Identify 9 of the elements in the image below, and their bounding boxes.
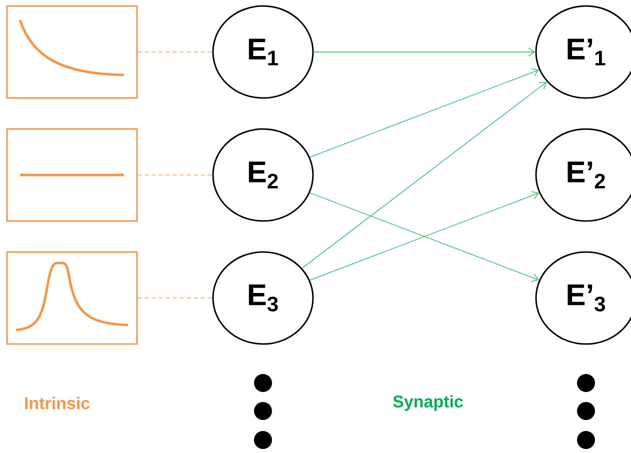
curve-plot-drawing xyxy=(6,128,138,222)
curve-plot-drawing xyxy=(6,251,138,345)
caption-label: Intrinsic xyxy=(25,396,90,410)
connector-line xyxy=(137,174,213,176)
arrow xyxy=(313,48,536,56)
caption-label: Synaptic xyxy=(393,395,463,411)
arrow xyxy=(309,68,540,158)
arrow xyxy=(302,82,547,269)
curve-plot-drawing xyxy=(6,5,138,99)
